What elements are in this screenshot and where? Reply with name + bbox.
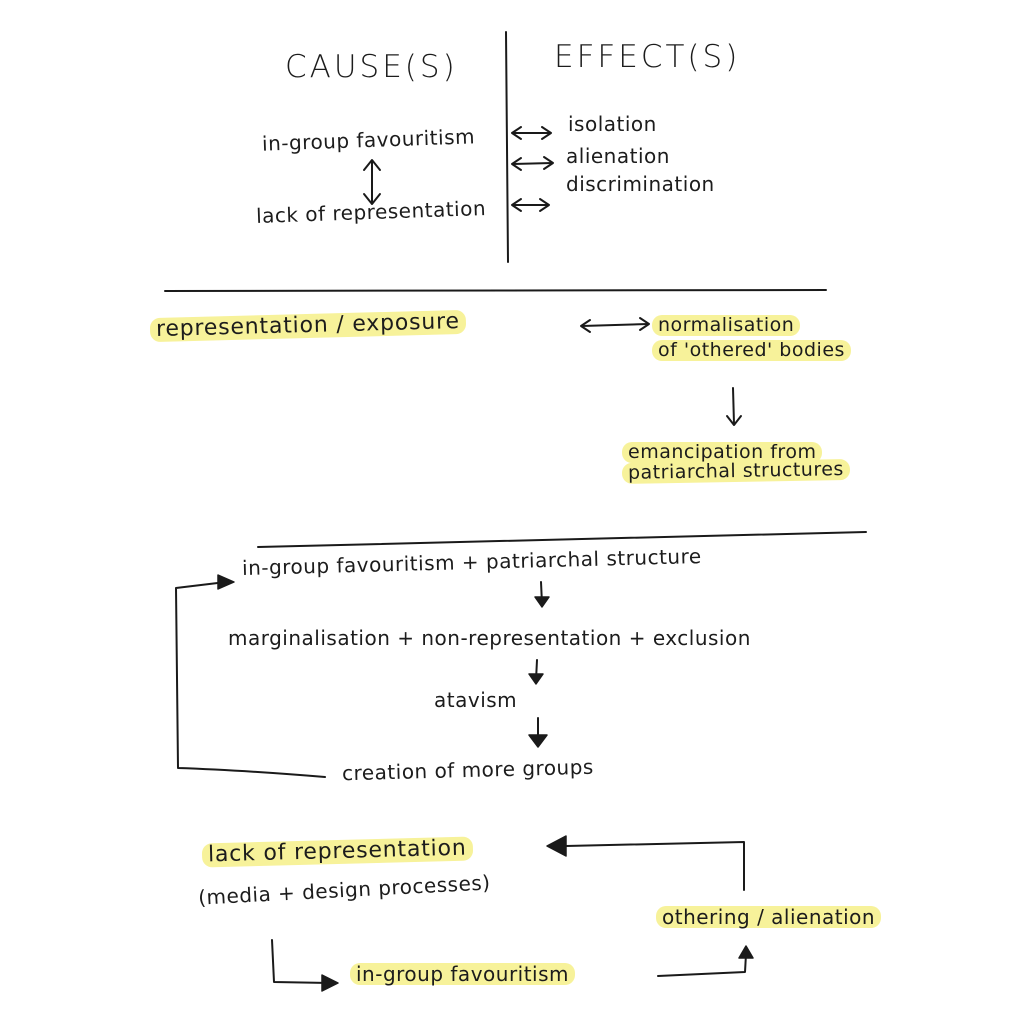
othering-alienation: othering / alienation — [656, 906, 882, 928]
arrow-to-creation — [528, 717, 548, 748]
double-arrow-discrimination — [511, 198, 550, 212]
arrow-to-atavism — [528, 659, 544, 685]
effect-discrimination: discrimination — [566, 172, 715, 196]
normalisation-line2: of 'othered' bodies — [652, 340, 851, 361]
in-group-favouritism-bottom: in-group favouritism — [350, 963, 576, 985]
double-arrow-representation-normalisation — [580, 317, 650, 333]
arrow-othering-to-lack — [546, 835, 745, 891]
effect-heading: EFFECT(S) — [554, 39, 741, 75]
loop-atavism: atavism — [434, 688, 518, 712]
separator-1 — [164, 289, 827, 292]
cause-heading: CAUSE(S) — [285, 49, 458, 85]
loop-middle: marginalisation + non-representation + e… — [228, 626, 751, 650]
arrow-lack-to-favouritism — [271, 939, 339, 992]
normalisation-line1: normalisation — [652, 315, 801, 336]
emancipation-line1: emancipation from — [622, 442, 823, 463]
double-arrow-alienation — [511, 156, 554, 171]
double-arrow-isolation — [511, 126, 552, 140]
feedback-loop-arrow — [175, 574, 326, 778]
arrow-favouritism-to-othering — [657, 945, 754, 977]
arrow-to-marginalisation — [534, 581, 550, 608]
cause-effect-divider — [505, 31, 509, 263]
loop-bottom: creation of more groups — [341, 754, 595, 786]
arrow-to-emancipation — [726, 387, 742, 426]
separator-2 — [257, 531, 867, 548]
double-arrow-causes — [363, 159, 381, 205]
effect-alienation: alienation — [566, 144, 670, 168]
effect-isolation: isolation — [568, 112, 657, 136]
emancipation-line2: patriarchal structures — [621, 458, 851, 484]
